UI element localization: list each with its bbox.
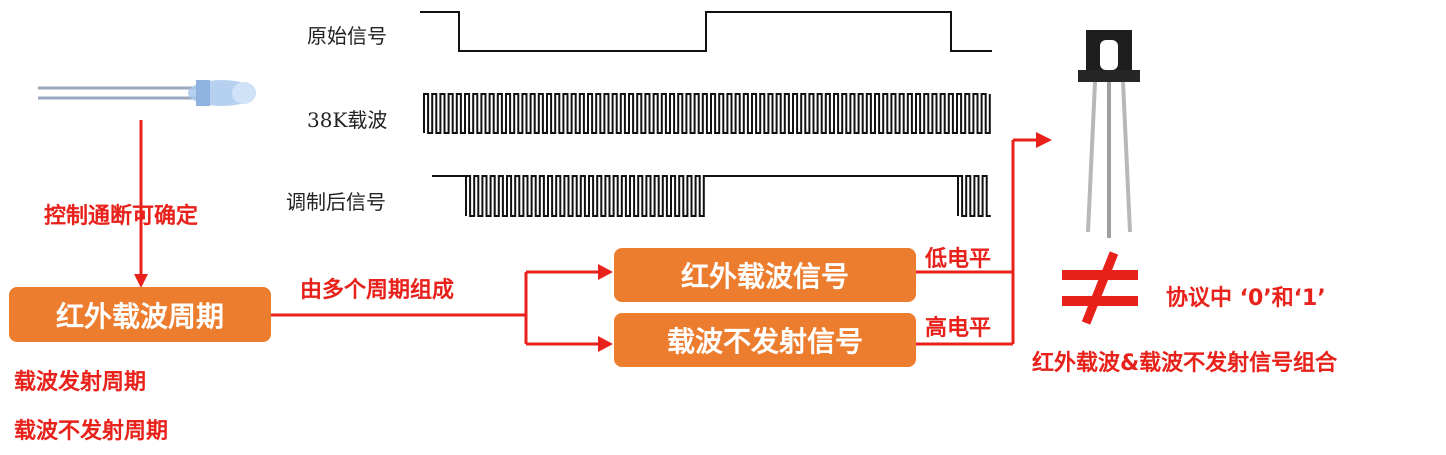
level-connector [916, 132, 1052, 346]
high-level-text: 高电平 [925, 316, 992, 341]
not-equal-icon [1062, 251, 1138, 325]
carrier-label: 38K载波 [307, 108, 388, 132]
split-connector [271, 264, 613, 352]
original-signal-wave [420, 11, 992, 52]
composed-of-periods-text: 由多个周期组成 [300, 278, 455, 303]
ir-led-icon [38, 80, 256, 106]
combination-text: 红外载波&载波不发射信号组合 [1032, 351, 1338, 376]
ir-receiver-icon [1078, 30, 1140, 238]
protocol-bits-text: 协议中 ‘0’和‘1’ [1166, 286, 1326, 311]
modulated-signal-label: 调制后信号 [286, 190, 386, 214]
original-signal-label: 原始信号 [307, 24, 387, 48]
carrier-period-box: 红外载波周期 [9, 287, 271, 342]
no-carrier-signal-box: 载波不发射信号 [614, 313, 916, 367]
led-to-period-arrow [134, 120, 148, 288]
low-level-text: 低电平 [925, 247, 992, 272]
ir-carrier-signal-box: 红外载波信号 [614, 248, 916, 302]
carrier-emit-period-text: 载波发射周期 [14, 370, 147, 395]
modulated-wave [432, 175, 991, 217]
control-text: 控制通断可确定 [44, 204, 199, 229]
carrier-wave [423, 93, 991, 134]
carrier-no-emit-period-text: 载波不发射周期 [14, 419, 169, 444]
